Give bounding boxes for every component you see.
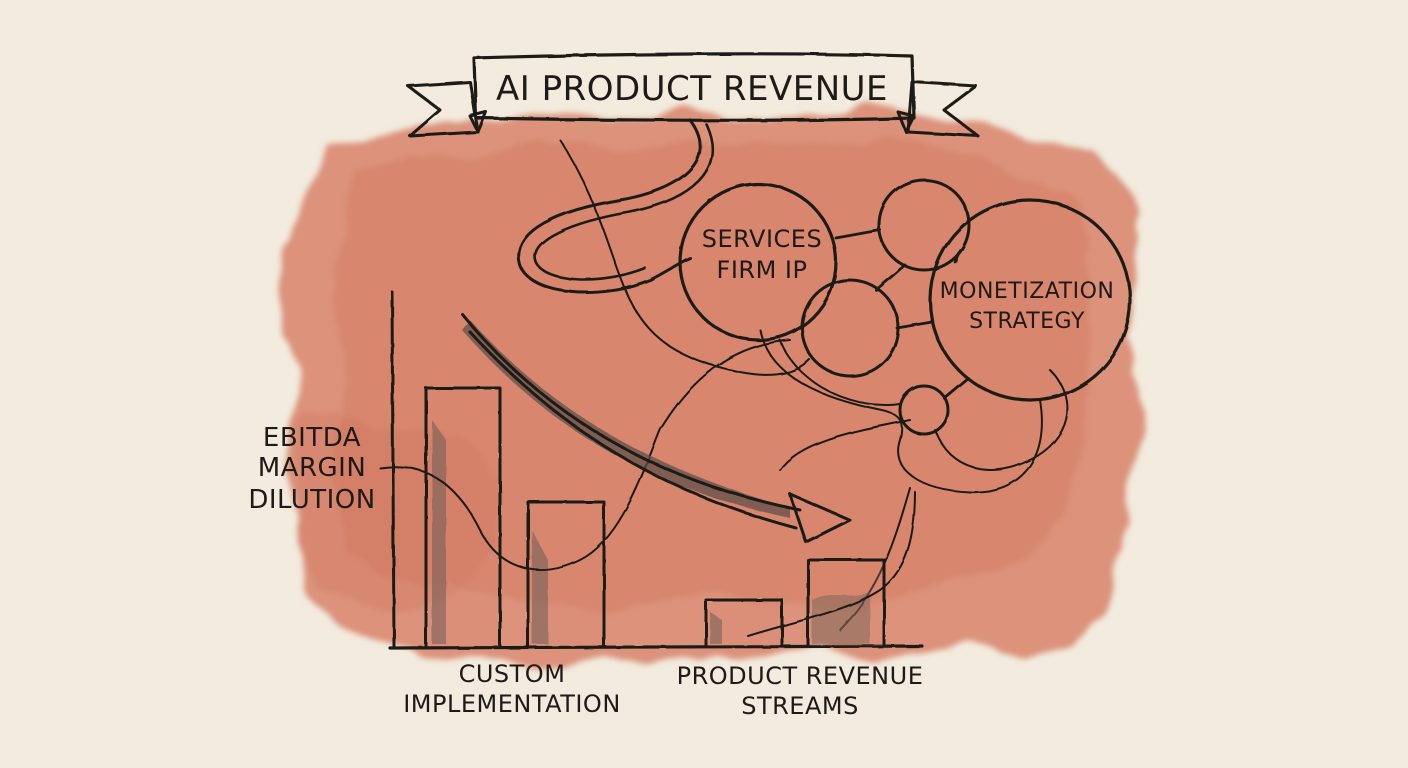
swirl-4 (934, 369, 1069, 471)
connector-squiggle-top (517, 118, 702, 294)
node-small-top-circle (877, 178, 971, 272)
link-middle-monetization (895, 320, 934, 330)
watercolor-wash (282, 109, 1149, 661)
swirl-1 (759, 329, 1043, 494)
node-monetization-circle (928, 198, 1132, 402)
node-services-label-line-2: FIRM IP (717, 256, 808, 284)
chart-x-axis (388, 644, 924, 650)
node-monetization-label-line-1: MONETIZATION (940, 279, 1115, 304)
bar-custom-short (526, 500, 606, 648)
link-top-monetization (953, 248, 962, 264)
node-services-label-line-1: SERVICES (702, 225, 822, 253)
label-ebitda-line-1: EBITDA (263, 423, 361, 453)
node-services-circle (678, 182, 838, 342)
link-monetization-bottom (942, 376, 970, 400)
label-custom-line-1: CUSTOM (459, 660, 566, 688)
label-product-line-1: PRODUCT REVENUE (677, 662, 924, 690)
trend-arrow (460, 312, 852, 544)
label-ebitda-line-2: MARGIN (258, 453, 367, 483)
node-small-bottom-circle (898, 384, 950, 436)
bar-custom-tall (424, 386, 502, 648)
bar-product-tall (806, 558, 886, 648)
swirl-2 (779, 339, 901, 406)
margin-curve (379, 339, 791, 571)
chart-y-axis (390, 290, 396, 650)
link-top-middle (874, 263, 907, 292)
label-ebitda-line-3: DILUTION (248, 485, 375, 515)
product-curve (747, 491, 916, 637)
link-services-top (834, 228, 882, 240)
diagram-title: AI PRODUCT REVENUE (496, 69, 888, 109)
label-custom-line-2: IMPLEMENTATION (403, 690, 621, 718)
node-monetization-label-line-2: STRATEGY (969, 309, 1085, 334)
connector-squiggle-inner (533, 122, 714, 281)
connector-long-curve (559, 139, 811, 376)
label-product-line-2: STREAMS (741, 692, 859, 720)
swirl-3 (779, 419, 911, 471)
title-ribbon (406, 52, 980, 138)
bar-product-short (704, 598, 784, 648)
